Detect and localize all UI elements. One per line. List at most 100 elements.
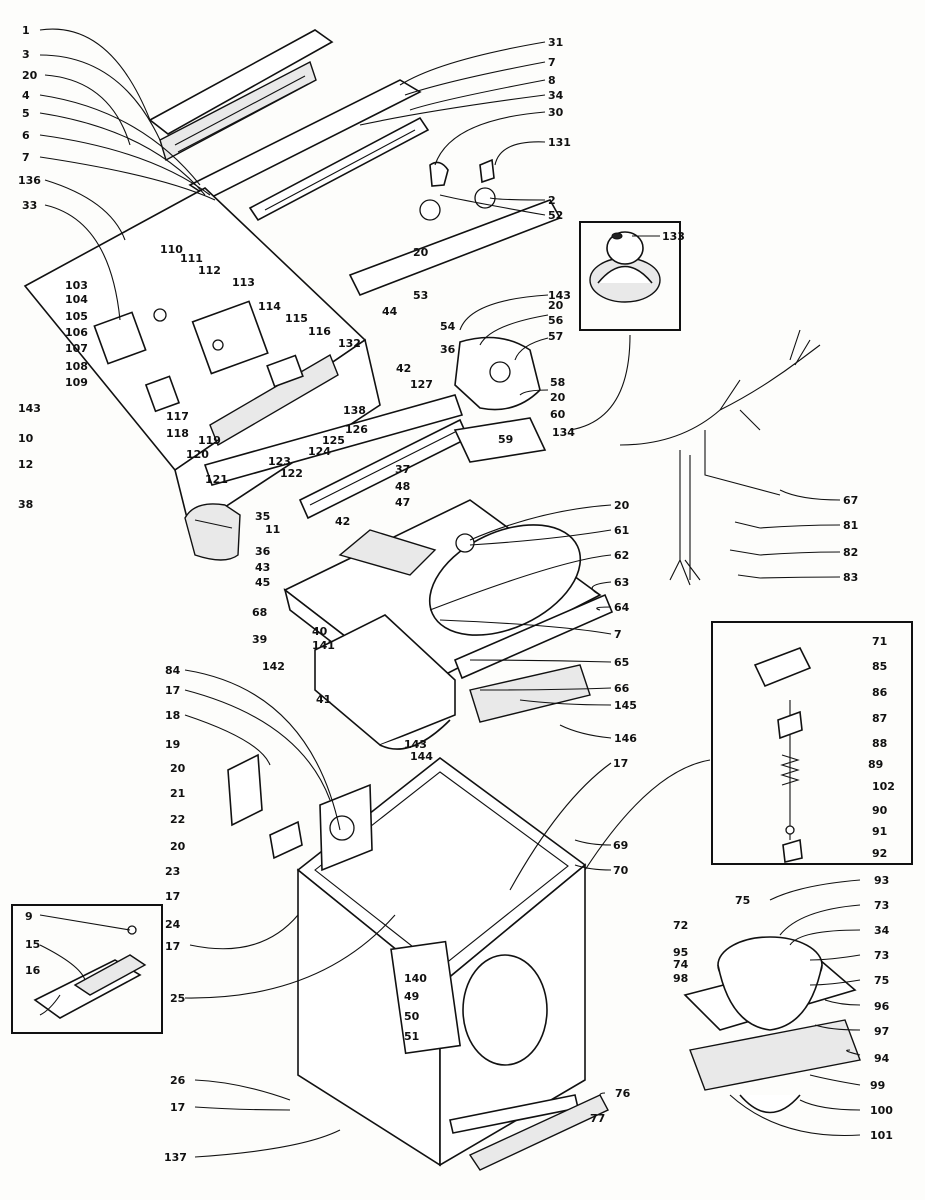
callout-label: 76 — [615, 1087, 631, 1100]
callout-label: 115 — [285, 312, 308, 325]
callout-label: 119 — [198, 434, 221, 447]
callout-label: 7 — [614, 628, 622, 641]
inset-box-15-16-17 — [11, 904, 163, 1034]
callout-label: 75 — [874, 974, 889, 987]
callout-label: 90 — [872, 804, 888, 817]
knob-38 — [184, 503, 241, 561]
callout-label: 35 — [255, 510, 270, 523]
callout-label: 143 — [404, 738, 427, 751]
callout-label: 20 — [170, 840, 186, 853]
callout-label: 120 — [186, 448, 209, 461]
callout-label: 116 — [308, 325, 331, 338]
callout-label: 42 — [335, 515, 350, 528]
callout-label: 20 — [22, 69, 38, 82]
callout-label: 5 — [22, 107, 30, 120]
callout-label: 26 — [170, 1074, 186, 1087]
callout-label: 39 — [252, 633, 267, 646]
callout-label: 98 — [673, 972, 688, 985]
callout-label: 3 — [22, 48, 30, 61]
callout-label: 143 — [18, 402, 41, 415]
callout-label: 25 — [170, 992, 185, 1005]
callout-label: 127 — [410, 378, 433, 391]
callout-label: 101 — [870, 1129, 893, 1142]
callout-label: 123 — [268, 455, 291, 468]
callout-label: 133 — [662, 230, 685, 243]
callout-label: 37 — [395, 463, 410, 476]
cabinet-assembly — [296, 756, 587, 1167]
callout-label: 143 — [548, 289, 571, 302]
callout-label: 30 — [548, 106, 564, 119]
callout-label: 20 — [550, 391, 566, 404]
callout-label: 81 — [843, 519, 858, 532]
callout-label: 107 — [65, 342, 88, 355]
callout-label: 71 — [872, 635, 887, 648]
callout-label: 61 — [614, 524, 629, 537]
callout-label: 9 — [25, 910, 33, 923]
callout-label: 33 — [22, 199, 37, 212]
callout-label: 113 — [232, 276, 255, 289]
callout-label: 141 — [312, 639, 335, 652]
callout-label: 23 — [165, 865, 180, 878]
callout-label: 83 — [843, 571, 858, 584]
callout-label: 74 — [673, 958, 689, 971]
leader-lines — [39, 28, 861, 1158]
callout-label: 36 — [255, 545, 271, 558]
callout-label: 16 — [25, 964, 41, 977]
inset-box-85-93 — [711, 621, 913, 865]
callout-label: 22 — [170, 813, 185, 826]
callout-label: 47 — [395, 496, 410, 509]
callout-label: 60 — [550, 408, 566, 421]
motor-134-box — [579, 221, 681, 331]
callout-label: 50 — [404, 1010, 420, 1023]
callout-label: 49 — [404, 990, 419, 1003]
callout-label: 42 — [396, 362, 411, 375]
callout-label: 102 — [872, 780, 895, 793]
callout-label: 145 — [614, 699, 637, 712]
callout-label: 69 — [613, 839, 628, 852]
callout-label: 88 — [872, 737, 887, 750]
callout-label: 140 — [404, 972, 427, 985]
callout-label: 10 — [18, 432, 34, 445]
callout-label: 31 — [548, 36, 563, 49]
callout-label: 51 — [404, 1030, 419, 1043]
vent-grille-76 — [468, 1094, 609, 1171]
callout-label: 108 — [65, 360, 88, 373]
callout-label: 20 — [170, 762, 186, 775]
callout-label: 45 — [255, 576, 270, 589]
callout-label: 125 — [322, 434, 345, 447]
callout-label: 8 — [548, 74, 556, 87]
callout-label: 54 — [440, 320, 456, 333]
callout-label: 65 — [614, 656, 629, 669]
callout-label: 93 — [874, 874, 889, 887]
callout-label: 146 — [614, 732, 637, 745]
callout-label: 34 — [548, 89, 564, 102]
callout-label: 57 — [548, 330, 563, 343]
callout-label: 99 — [870, 1079, 885, 1092]
callout-label: 73 — [874, 899, 889, 912]
callout-label: 20 — [548, 299, 564, 312]
callout-label: 131 — [548, 136, 571, 149]
callout-label: 82 — [843, 546, 858, 559]
callout-label: 126 — [345, 423, 368, 436]
callout-label: 94 — [874, 1052, 890, 1065]
wire-clips — [729, 521, 761, 579]
control-panel-trim — [148, 29, 334, 162]
timer-motor — [453, 336, 547, 463]
water-inlet-valve — [314, 614, 591, 750]
callout-label: 44 — [382, 305, 398, 318]
callout-label: 144 — [410, 750, 433, 763]
callout-label: 142 — [262, 660, 285, 673]
callout-label: 84 — [165, 664, 181, 677]
callout-label: 56 — [548, 314, 564, 327]
callout-label: 1 — [22, 24, 30, 37]
callout-label: 53 — [413, 289, 428, 302]
callout-label: 15 — [25, 938, 40, 951]
callout-label: 138 — [343, 404, 366, 417]
callout-label: 124 — [308, 445, 331, 458]
callout-label: 36 — [440, 343, 456, 356]
callout-label: 64 — [614, 601, 630, 614]
callout-label: 17 — [170, 1101, 185, 1114]
callout-label: 109 — [65, 376, 88, 389]
